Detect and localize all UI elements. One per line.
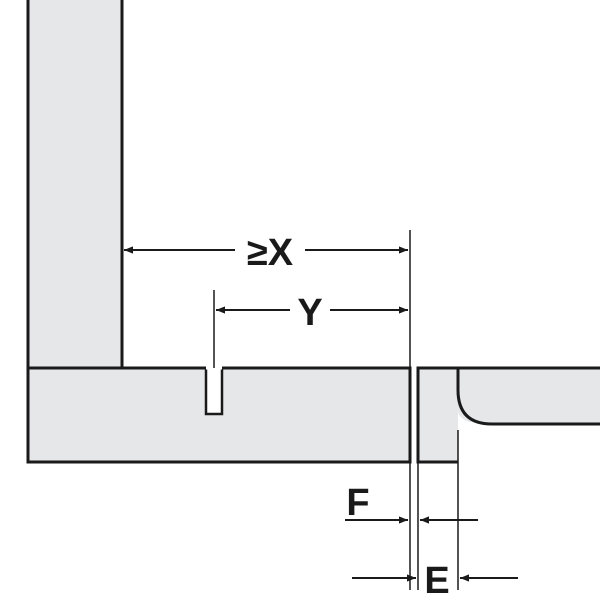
door-panel (418, 368, 600, 462)
x-dimension-label: ≥X (247, 232, 294, 274)
drill-hole (204, 366, 224, 416)
e-dimension-label: E (424, 560, 449, 600)
f-dimension-label: F (346, 482, 369, 524)
side-panel (26, 0, 124, 370)
y-dimension-label: Y (297, 292, 322, 334)
